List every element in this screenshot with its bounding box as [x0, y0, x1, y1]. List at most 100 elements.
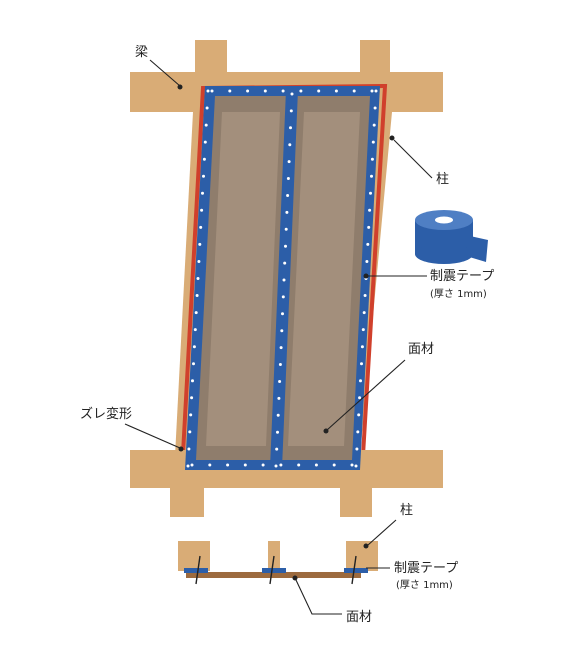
section-post-right: [346, 541, 378, 571]
nail-dot: [197, 260, 201, 263]
nail-dot: [206, 89, 210, 93]
nail-dot: [371, 140, 375, 144]
nail-dot: [352, 89, 356, 93]
nail-dot: [356, 430, 360, 434]
nail-dot: [193, 328, 197, 332]
nail-dot: [299, 89, 303, 93]
nail-dot: [297, 463, 301, 467]
nail-dot: [210, 89, 214, 93]
nail-dot: [290, 92, 294, 96]
nail-dot: [192, 345, 196, 349]
nail-dot: [360, 362, 363, 366]
nail-dot: [281, 295, 285, 299]
nail-dot: [284, 244, 287, 248]
nail-dot: [317, 89, 321, 93]
section-nail-right: [351, 555, 357, 585]
nail-dot: [283, 261, 287, 265]
nail-dot: [195, 294, 199, 297]
nail-dot: [368, 208, 372, 212]
nail-dot: [243, 463, 247, 467]
nail-dot: [196, 277, 200, 280]
nail-dot: [334, 89, 338, 93]
label-tape-top: 制震テープ: [430, 269, 494, 284]
lower-right-post-stub: [340, 485, 372, 517]
nail-dot: [278, 380, 282, 383]
nail-dot: [370, 89, 374, 93]
nail-dot: [370, 174, 373, 178]
section-nail-center: [269, 555, 275, 585]
nail-dot: [370, 157, 374, 161]
label-post-bottom-group: 柱: [363, 503, 413, 549]
nail-dot: [228, 89, 232, 93]
nail-dot: [362, 311, 366, 315]
nail-dot: [332, 463, 336, 467]
nail-dot: [354, 464, 358, 468]
section-tape-center: [262, 568, 286, 573]
nail-dot: [226, 463, 230, 467]
nail-dots: [186, 89, 378, 468]
tape-frame: [185, 86, 380, 470]
nail-dot: [361, 328, 365, 332]
label-shear-deformation: ズレ変形: [80, 406, 132, 422]
nail-dot: [201, 191, 204, 195]
nail-dot: [365, 260, 369, 263]
nail-dot: [261, 463, 265, 467]
nail-dot: [190, 463, 194, 467]
nail-dot: [374, 89, 378, 93]
right-panel-inner: [288, 112, 360, 446]
nail-dot: [192, 362, 195, 366]
nail-dot: [246, 89, 250, 93]
nail-dot: [279, 346, 283, 350]
nail-dot: [282, 278, 286, 282]
nail-dot: [281, 312, 284, 316]
nail-dot: [357, 413, 361, 417]
nail-dot: [358, 396, 362, 400]
nail-dot: [289, 109, 293, 113]
nail-dot: [194, 311, 198, 315]
nail-dot: [372, 123, 376, 127]
nail-dot: [355, 447, 359, 451]
cross-section: 柱 制震テープ (厚さ 1mm) 面材: [178, 503, 458, 625]
upper-left-post-stub: [195, 40, 227, 75]
section-tape-right: [344, 568, 368, 573]
nail-dot: [276, 413, 280, 417]
nail-dot: [369, 191, 372, 195]
nail-dot: [190, 396, 194, 400]
section-nail-left: [195, 555, 201, 585]
label-post-bottom: 柱: [400, 503, 413, 518]
nail-dot: [188, 430, 192, 434]
nail-dot: [287, 160, 291, 164]
nail-dot: [189, 413, 193, 417]
nail-dot: [202, 174, 205, 178]
nail-dot: [284, 227, 288, 231]
nail-dot: [363, 294, 367, 297]
nail-dot: [289, 126, 292, 130]
nail-dot: [198, 242, 202, 246]
left-panel-inner: [206, 112, 280, 446]
nail-dot: [208, 463, 212, 467]
nail-dot: [281, 89, 285, 93]
nail-dot: [359, 379, 362, 383]
wall-frame-elevation: 梁 柱 制震テープ (厚さ 1mm) 面材 ズレ変形: [80, 40, 494, 517]
nail-dot: [274, 464, 278, 468]
nail-dot: [279, 463, 283, 467]
nail-dot: [277, 396, 281, 400]
nail-dot: [286, 177, 290, 180]
nail-dot: [263, 89, 267, 93]
nail-dot: [205, 106, 209, 110]
nail-dot: [187, 447, 191, 451]
nail-dot: [350, 463, 354, 467]
nail-dot: [286, 194, 290, 197]
label-shear-group: ズレ変形: [80, 406, 184, 452]
label-beam: 梁: [135, 45, 148, 60]
nail-dot: [285, 210, 289, 214]
nail-dot: [288, 143, 292, 147]
label-tape-bottom-note: (厚さ 1mm): [396, 579, 453, 591]
label-post-top: 柱: [436, 172, 449, 187]
nail-dot: [276, 430, 279, 434]
upper-right-post-stub: [360, 40, 390, 75]
label-tape-bottom: 制震テープ: [394, 561, 458, 576]
nail-dot: [203, 140, 207, 144]
